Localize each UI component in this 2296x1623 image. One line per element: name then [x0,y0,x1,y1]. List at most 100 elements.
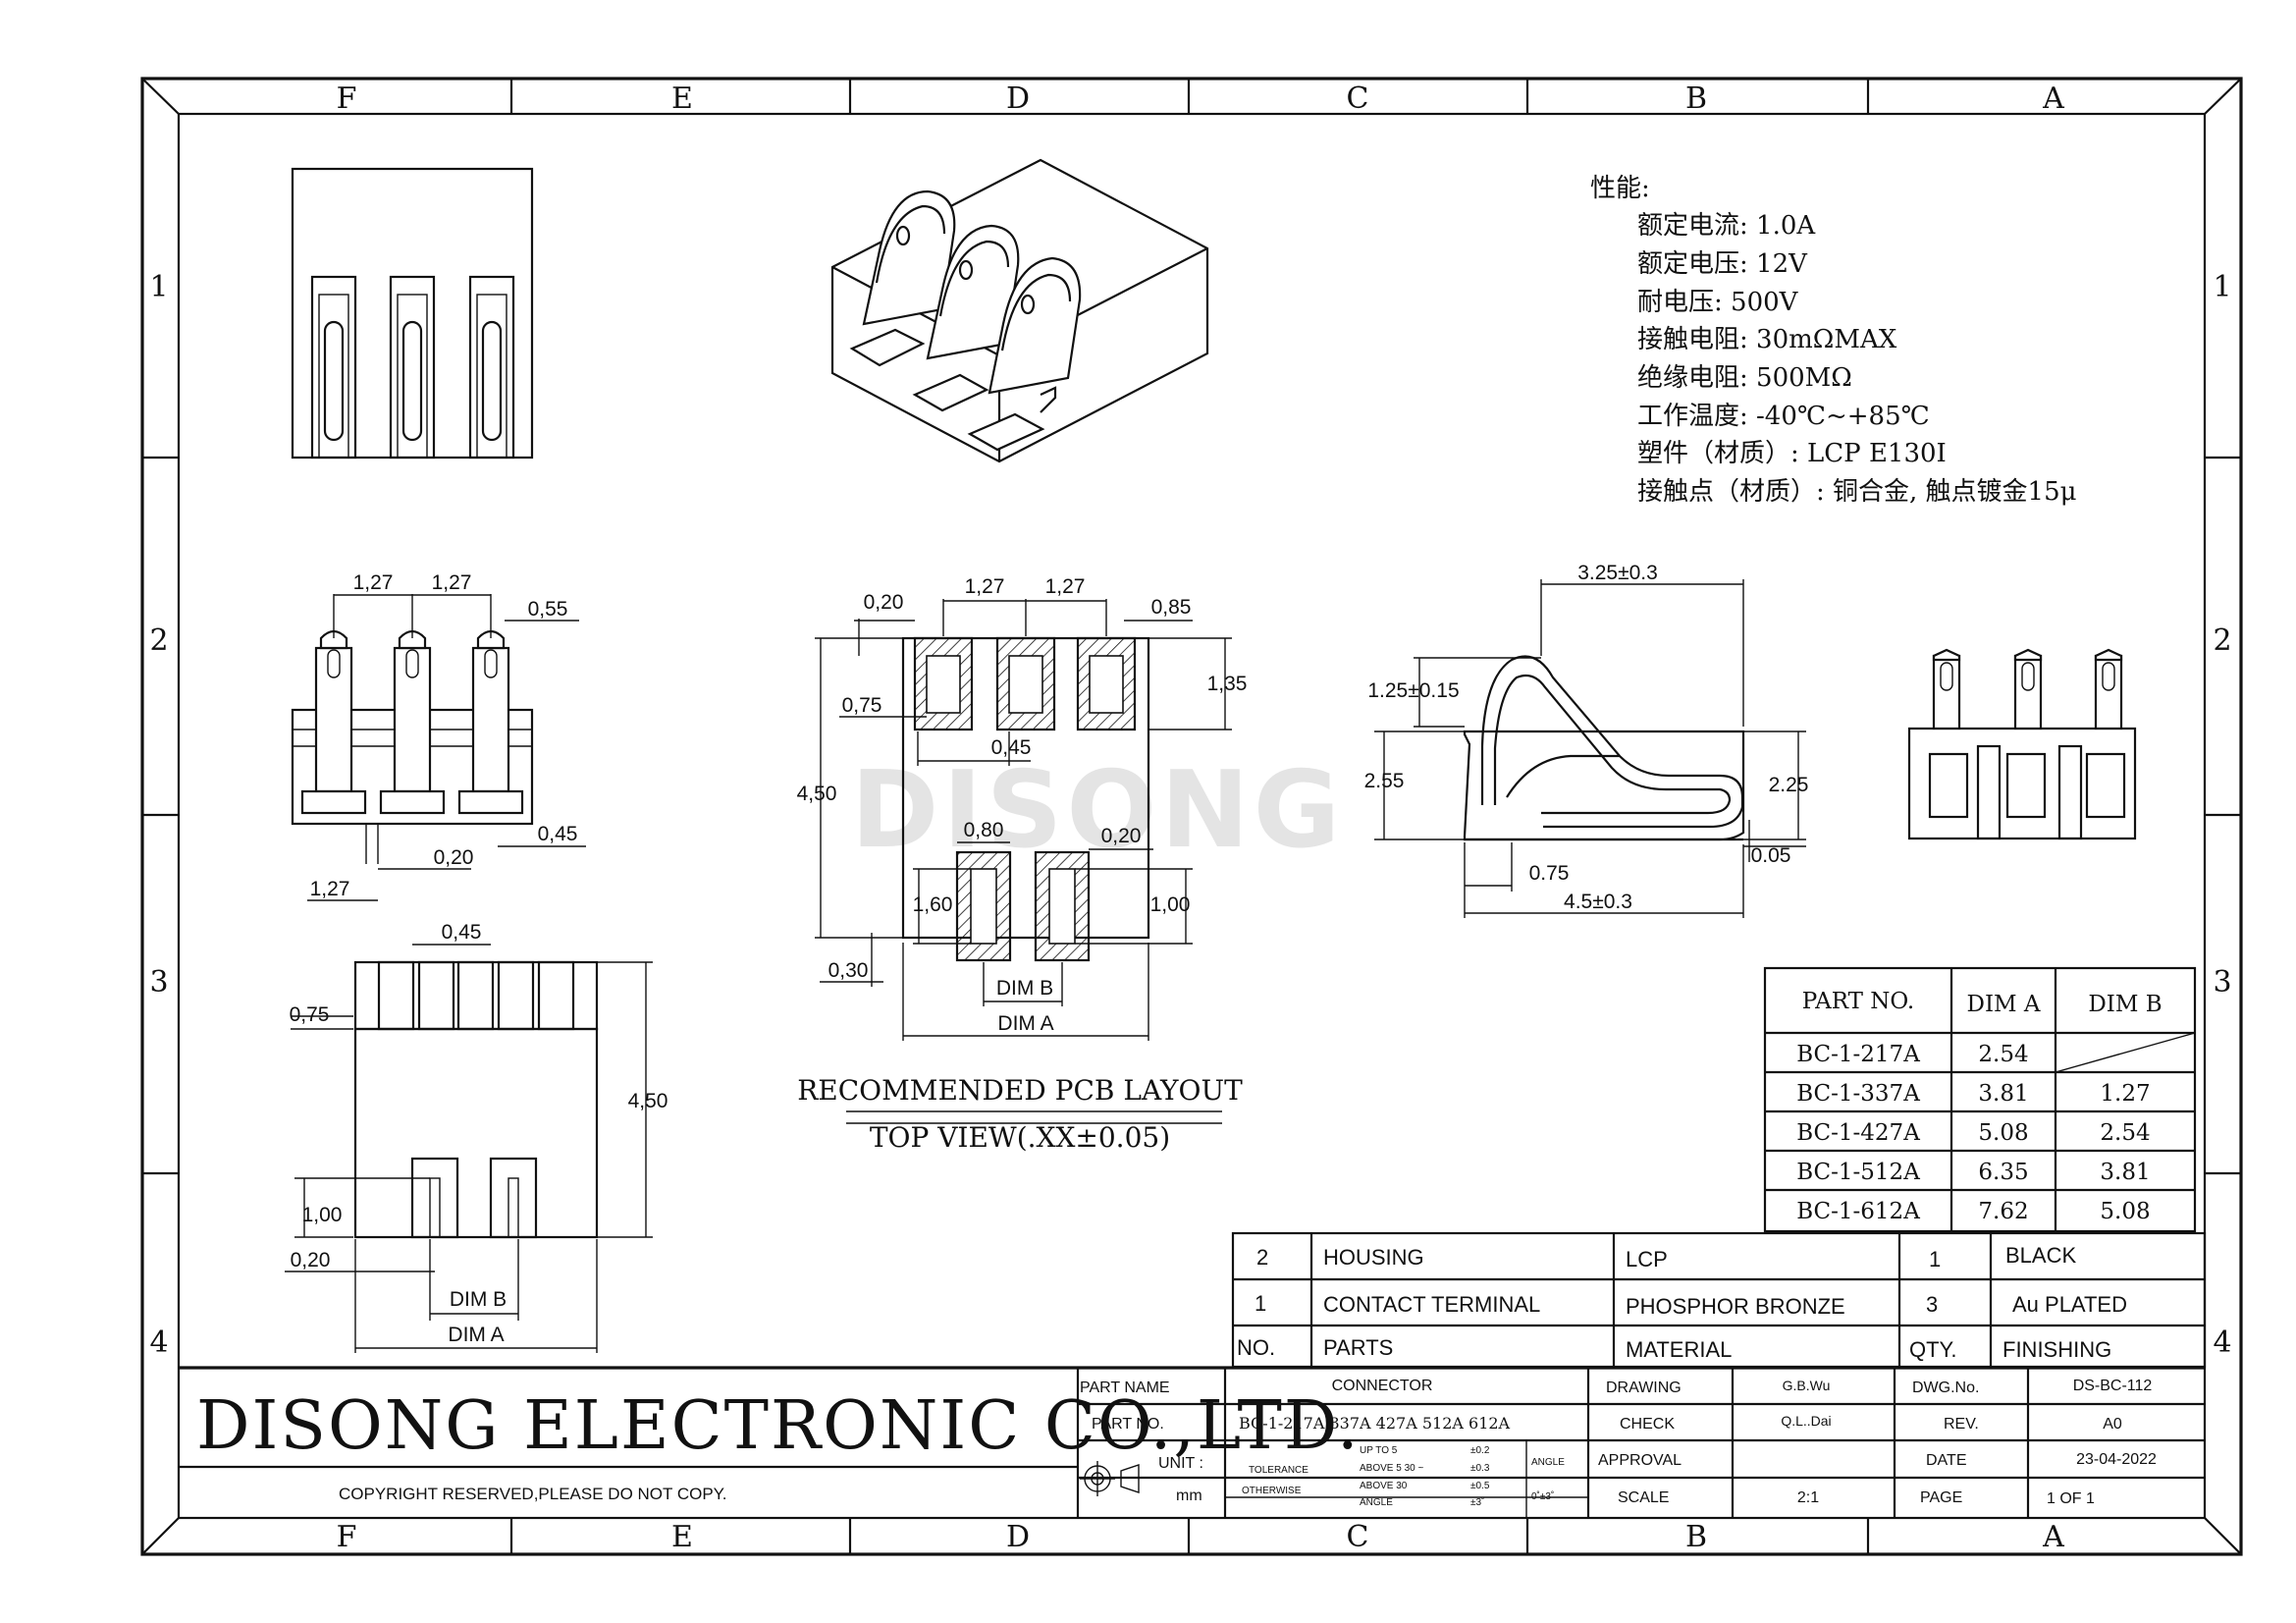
bom-cell: Au PLATED [2012,1292,2127,1317]
end-view-pin [2013,648,2043,730]
iso-contact [967,256,1082,452]
zone-row-right: 2 [2213,623,2231,658]
side-view-dim-lines [1374,579,1806,918]
check-label: CHECK [1620,1416,1675,1433]
part-no-label: PART NO. [1092,1416,1164,1433]
dim-label: 0,75 [290,1003,330,1026]
pcb-layout [901,636,1150,962]
dim-label: 1.25±0.15 [1367,679,1459,702]
spec-line: 耐电压: 500V [1637,288,1799,317]
dim-label: 0,85 [1151,596,1192,619]
date-value: 23-04-2022 [2076,1451,2157,1468]
spec-heading: 性能: [1590,174,1650,203]
end-view-pin [2094,648,2123,730]
bottom-view-dims: 0,45 0,75 4,50 1,00 0,20 DIM B DIM A [290,921,668,1346]
spec-line: 塑件（材质）: LCP E130I [1637,439,1947,468]
bom-cell: HOUSING [1323,1245,1424,1270]
date-label: DATE [1926,1452,1966,1469]
rev-value: A0 [2103,1416,2122,1433]
top-view-contact [310,275,357,460]
dim-label: 1,27 [1045,575,1086,598]
dim-label: 0,80 [964,819,1004,841]
front-view [291,629,534,864]
bom-cell: PARTS [1323,1335,1393,1360]
dim-label: 1,27 [310,878,350,900]
title-block-fields: PART NAME CONNECTOR PART NO. BC-1-217A 3… [1080,1378,2157,1508]
dim-table-cell: 1.27 [2100,1081,2150,1107]
dim-label: DIM A [448,1324,504,1346]
tol-range: ABOVE 5 30 ~ [1360,1463,1423,1474]
dim-label: 1,00 [1150,893,1191,916]
zone-row-right: 1 [2213,270,2231,304]
bom-cell: BLACK [2005,1243,2076,1268]
dim-label: 0,20 [434,846,474,869]
rev-label: REV. [1944,1416,1979,1433]
dwg-no-label: DWG.No. [1912,1380,1979,1396]
bom-cell: 3 [1926,1292,1938,1317]
spec-list: 性能: 额定电流: 1.0A 额定电压: 12V 耐电压: 500V 接触电阻:… [1590,174,2077,507]
zone-row-left: 1 [149,270,168,304]
drawing-frame [140,77,2243,1556]
dim-label: 0,30 [828,959,869,982]
bom-cell: 1 [1255,1291,1266,1316]
copyright-notice: COPYRIGHT RESERVED,PLEASE DO NOT COPY. [339,1485,727,1503]
dim-label: DIM A [997,1012,1053,1035]
page-value: 1 OF 1 [2047,1490,2095,1507]
zone-col-top: B [1685,81,1707,116]
front-view-dims: 1,27 1,27 0,55 0,45 0,20 1,27 [310,571,578,900]
dim-label: 3.25±0.3 [1577,562,1658,584]
end-view-pin [1932,648,1961,730]
zone-col-top: C [1347,81,1369,116]
tolerance-label: TOLERANCE [1249,1465,1308,1476]
bom-table [1231,1231,2207,1369]
zone-col-bottom: E [671,1520,693,1554]
pcb-pad [1034,850,1091,962]
tol-value: ±0.2 [1470,1445,1490,1456]
dim-label: 0,75 [842,694,882,717]
pcb-pad [955,850,1012,962]
dim-label: 2.55 [1364,770,1405,792]
dim-label: 4,50 [797,783,837,805]
dim-label: 0.05 [1751,844,1791,867]
bom-cell: PHOSPHOR BRONZE [1626,1294,1845,1319]
part-no-value: BC-1-217A 337A 427A 512A 612A [1239,1414,1511,1433]
scale-value: 2:1 [1797,1489,1819,1506]
tol-value: ±0.3 [1470,1463,1490,1474]
pcb-dims: 0,20 1,27 1,27 0,85 1,35 0,75 0,45 4,50 … [797,575,1248,1035]
dim-table-cell: 5.08 [2100,1199,2150,1224]
end-view [1907,648,2137,840]
top-view-contact [389,275,436,460]
zone-row-left: 3 [149,965,168,1000]
drawing-label: DRAWING [1606,1380,1682,1396]
top-view [291,167,534,460]
bom-cell: MATERIAL [1626,1337,1732,1362]
scale-label: SCALE [1618,1489,1669,1506]
dim-table-header: PART NO. [1802,989,1914,1014]
spec-line: 接触电阻: 30mΩMAX [1637,325,1897,354]
dim-table-cell: 3.81 [2100,1160,2150,1185]
dim-label: 1,27 [965,575,1005,598]
dim-table-cell: 7.62 [1978,1199,2028,1224]
approval-label: APPROVAL [1598,1452,1682,1469]
dim-label: 2.25 [1769,774,1809,796]
tol-value: ±0.5 [1470,1481,1490,1491]
dim-label: DIM B [450,1288,507,1311]
bom-text: 2 HOUSING LCP 1 BLACK 1 CONTACT TERMINAL… [1237,1243,2127,1362]
title-block [179,1366,2205,1518]
dim-table-cell: 6.35 [1978,1160,2028,1185]
dim-label: 4,50 [628,1090,668,1112]
dim-table-header: DIM A [1967,992,2041,1017]
bottom-view [353,960,599,1239]
zone-col-top: A [2042,81,2064,116]
side-view [1463,655,1745,841]
zone-col-bottom: F [337,1520,357,1554]
dim-label: 0,20 [1101,825,1142,847]
iso-contact [912,224,1020,412]
pcb-layout-title: RECOMMENDED PCB LAYOUT [797,1074,1243,1107]
dim-label: 0,45 [991,736,1032,759]
dim-label: 0.75 [1529,862,1570,885]
dim-table-header: DIM B [2088,992,2162,1017]
zone-col-bottom: B [1685,1520,1707,1554]
pcb-pad [913,636,974,731]
